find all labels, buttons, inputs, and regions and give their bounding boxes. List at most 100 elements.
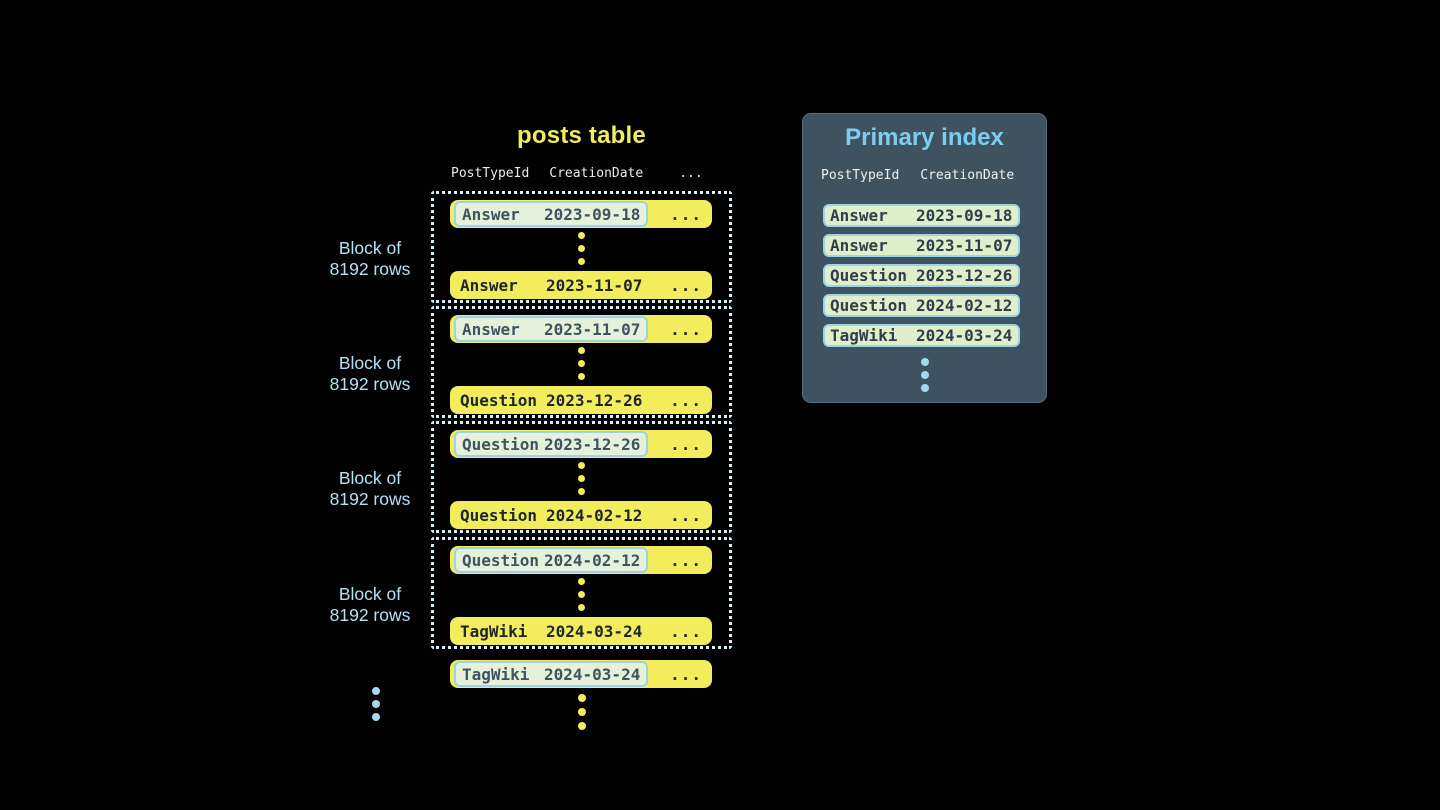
index-continues-dots	[803, 358, 1046, 392]
table-row: Question 2024-02-12 ...	[450, 546, 712, 574]
table-row: Answer 2023-09-18 ...	[450, 200, 712, 228]
dot	[578, 360, 585, 367]
post-type-cell: Answer	[830, 236, 888, 255]
indexed-row-highlight: Answer 2023-11-07	[454, 316, 649, 342]
row-block-4: Question 2024-02-12 ... TagWiki 2024-03-…	[431, 537, 732, 649]
block-size-label: Block of 8192 rows	[312, 468, 428, 510]
block-size-label: Block of 8192 rows	[312, 353, 428, 395]
vertical-ellipsis-dots	[434, 462, 729, 495]
row-ellipsis: ...	[670, 505, 702, 525]
creation-date-cell: 2024-02-12	[544, 550, 641, 570]
block-label-line2: 8192 rows	[329, 605, 411, 625]
table-row: Question 2024-02-12 ...	[450, 501, 712, 529]
post-type-cell: Answer	[462, 319, 520, 339]
row-ellipsis: ...	[670, 550, 702, 570]
column-header-creationdate: CreationDate	[920, 168, 1015, 183]
index-entry: Answer 2023-11-07	[823, 234, 1020, 257]
dot	[578, 258, 585, 265]
post-type-cell: Question	[460, 505, 538, 525]
table-row: Question 2023-12-26 ...	[450, 430, 712, 458]
post-type-cell: TagWiki	[462, 664, 530, 684]
posts-table-title: posts table	[517, 122, 646, 149]
vertical-ellipsis-dots	[434, 578, 729, 611]
dot	[578, 475, 585, 482]
post-type-cell: Answer	[462, 204, 520, 224]
creation-date-cell: 2024-03-24	[546, 621, 643, 641]
column-header-posttypeid: PostTypeId	[821, 168, 900, 183]
block-size-label: Block of 8192 rows	[312, 238, 428, 280]
creation-date-cell: 2024-02-12	[546, 505, 643, 525]
dot	[578, 232, 585, 239]
blocks-continue-dots	[340, 687, 412, 721]
row-ellipsis: ...	[670, 275, 702, 295]
creation-date-cell: 2023-09-18	[544, 204, 641, 224]
post-type-cell: Question	[462, 550, 540, 570]
post-type-cell: Answer	[830, 206, 888, 225]
dot	[578, 373, 585, 380]
row-ellipsis: ...	[670, 434, 702, 454]
index-entry: Question 2024-02-12	[823, 294, 1020, 317]
dot	[920, 358, 929, 366]
row-ellipsis: ...	[670, 390, 702, 410]
block-label-line1: Block of	[338, 468, 402, 488]
dot	[578, 245, 585, 252]
block-label-line1: Block of	[338, 584, 402, 604]
primary-index-title: Primary index	[845, 124, 1004, 151]
block-label-line2: 8192 rows	[329, 489, 411, 509]
post-type-cell: Question	[830, 266, 908, 285]
post-type-cell: Question	[460, 390, 538, 410]
primary-index-column-headers: PostTypeId CreationDate	[821, 168, 1014, 183]
dot	[920, 384, 929, 392]
row-ellipsis: ...	[670, 664, 702, 684]
vertical-ellipsis-dots	[434, 232, 729, 265]
creation-date-cell: 2023-11-07	[546, 275, 643, 295]
creation-date-cell: 2024-03-24	[916, 326, 1013, 345]
creation-date-cell: 2024-02-12	[916, 296, 1013, 315]
dot	[578, 347, 585, 354]
column-header-creationdate: CreationDate	[549, 166, 644, 181]
indexed-row-highlight: TagWiki 2024-03-24	[454, 661, 649, 687]
dot	[577, 694, 586, 702]
creation-date-cell: 2023-09-18	[916, 206, 1013, 225]
dot	[577, 722, 586, 730]
post-type-cell: Answer	[460, 275, 518, 295]
indexed-row-highlight: Answer 2023-09-18	[454, 201, 649, 227]
primary-index-panel: Primary index PostTypeId CreationDate An…	[802, 113, 1047, 403]
creation-date-cell: 2023-11-07	[916, 236, 1013, 255]
index-entry: Answer 2023-09-18	[823, 204, 1020, 227]
vertical-ellipsis-dots	[434, 347, 729, 380]
index-entry: Question 2023-12-26	[823, 264, 1020, 287]
table-row: Answer 2023-11-07 ...	[450, 271, 712, 299]
row-block-1: Answer 2023-09-18 ... Answer 2023-11-07 …	[431, 191, 732, 303]
table-continues-dots	[431, 694, 732, 730]
table-row-overflow: TagWiki 2024-03-24 ...	[450, 660, 712, 688]
dot	[577, 708, 586, 716]
row-ellipsis: ...	[670, 319, 702, 339]
creation-date-cell: 2023-11-07	[544, 319, 641, 339]
dot	[578, 462, 585, 469]
posts-table-column-headers: PostTypeId CreationDate ...	[451, 166, 703, 181]
row-ellipsis: ...	[670, 621, 702, 641]
index-entry: TagWiki 2024-03-24	[823, 324, 1020, 347]
indexed-row-highlight: Question 2023-12-26	[454, 431, 649, 457]
row-ellipsis: ...	[670, 204, 702, 224]
block-label-line2: 8192 rows	[329, 259, 411, 279]
table-row: Answer 2023-11-07 ...	[450, 315, 712, 343]
block-label-line2: 8192 rows	[329, 374, 411, 394]
creation-date-cell: 2023-12-26	[546, 390, 643, 410]
dot	[578, 604, 585, 611]
indexed-row-highlight: Question 2024-02-12	[454, 547, 649, 573]
dot	[578, 578, 585, 585]
dot	[578, 591, 585, 598]
dot	[920, 371, 929, 379]
creation-date-cell: 2024-03-24	[544, 664, 641, 684]
table-row: TagWiki 2024-03-24 ...	[450, 617, 712, 645]
header-spacer	[899, 168, 920, 183]
block-label-line1: Block of	[338, 353, 402, 373]
column-header-more: ...	[679, 166, 703, 181]
creation-date-cell: 2023-12-26	[916, 266, 1013, 285]
post-type-cell: Question	[830, 296, 908, 315]
dot	[372, 713, 380, 721]
creation-date-cell: 2023-12-26	[544, 434, 641, 454]
